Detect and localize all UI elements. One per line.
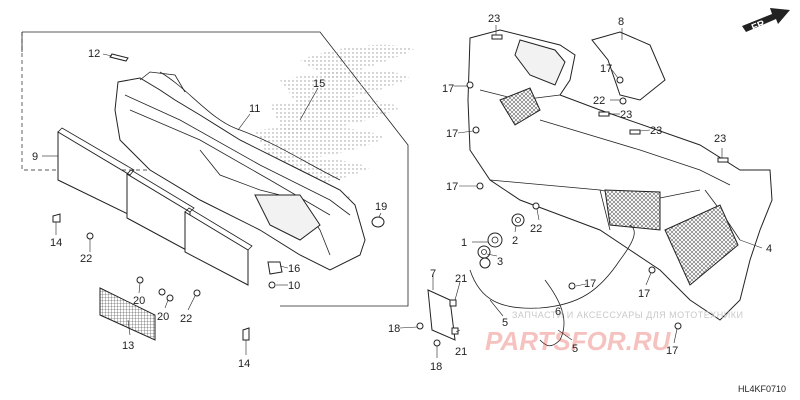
callout: 6 bbox=[555, 306, 561, 318]
bracket-part bbox=[591, 31, 666, 101]
callout: 23 bbox=[488, 13, 500, 25]
callout: 3 bbox=[497, 256, 503, 268]
callout: 17 bbox=[446, 181, 458, 193]
fasteners bbox=[52, 34, 729, 347]
callout: 10 bbox=[288, 280, 300, 292]
callout: 17 bbox=[638, 288, 650, 300]
front-direction-arrow: FR. bbox=[742, 8, 790, 34]
grommet-parts bbox=[477, 213, 525, 269]
storage-box-body bbox=[467, 29, 773, 321]
grill-panels bbox=[57, 127, 253, 286]
callout: 23 bbox=[650, 125, 662, 137]
plate-part bbox=[427, 289, 456, 341]
cable-part bbox=[469, 224, 635, 309]
callout: 17 bbox=[446, 128, 458, 140]
callout: 18 bbox=[430, 361, 442, 373]
leader-lines bbox=[42, 25, 763, 358]
callout: 17 bbox=[584, 278, 596, 290]
small-grill-part bbox=[99, 287, 156, 341]
callout: 22 bbox=[593, 95, 605, 107]
watermark-text: ЗАПЧАСТИ И АКСЕССУАРЫ ДЛЯ МОТОТЕХНИКИ bbox=[512, 310, 743, 320]
callout: 7 bbox=[430, 268, 436, 280]
left-assembly-frame bbox=[21, 31, 409, 307]
callout: 18 bbox=[388, 323, 400, 335]
callout: 14 bbox=[50, 237, 62, 249]
callout: 9 bbox=[32, 151, 38, 163]
callout: 5 bbox=[572, 343, 578, 355]
callout: 2 bbox=[512, 235, 518, 247]
callout: 20 bbox=[157, 311, 169, 323]
callout: 21 bbox=[455, 346, 467, 358]
callout: 5 bbox=[502, 317, 508, 329]
callout: 15 bbox=[313, 78, 325, 90]
callouts: 1 2 3 4 5 5 6 7 8 9 10 11 12 13 14 14 15… bbox=[32, 13, 772, 373]
wire-harness bbox=[159, 71, 341, 181]
callout: 12 bbox=[88, 48, 100, 60]
callout: 22 bbox=[530, 223, 542, 235]
callout: 23 bbox=[620, 109, 632, 121]
callout: 22 bbox=[180, 313, 192, 325]
callout: 16 bbox=[288, 263, 300, 275]
callout: 23 bbox=[714, 133, 726, 145]
callout: 11 bbox=[249, 103, 260, 115]
callout: 19 bbox=[375, 201, 387, 213]
callout: 22 bbox=[80, 253, 92, 265]
callout: 8 bbox=[618, 16, 624, 28]
callout: 20 bbox=[133, 295, 145, 307]
callout: 1 bbox=[461, 237, 467, 249]
diagram-code: HL4KF0710 bbox=[738, 384, 786, 394]
watermark-brand: PARTSFOR.RU bbox=[485, 326, 672, 356]
callout: 17 bbox=[442, 83, 454, 95]
callout: 14 bbox=[238, 358, 250, 370]
front-cover-panel bbox=[114, 71, 366, 271]
callout: 4 bbox=[766, 243, 772, 255]
callout: 13 bbox=[122, 340, 134, 352]
callout: 21 bbox=[455, 273, 467, 285]
callout: 17 bbox=[600, 63, 612, 75]
callout: 17 bbox=[666, 345, 678, 357]
